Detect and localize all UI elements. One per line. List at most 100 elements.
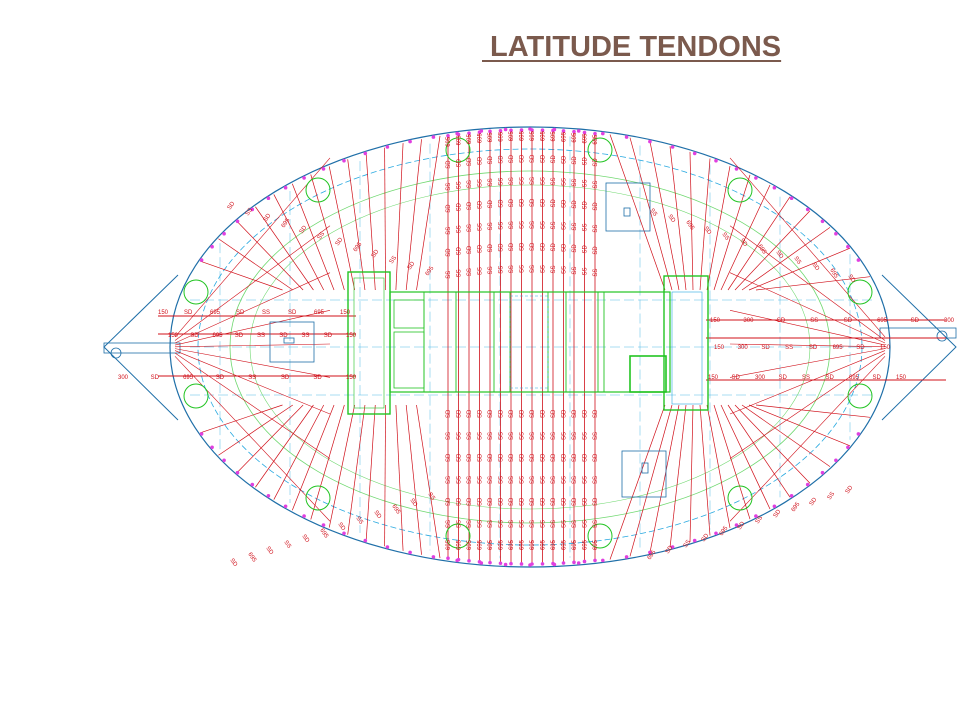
slab-inner-dashed	[197, 148, 863, 546]
west-tip-beam	[103, 342, 181, 354]
opening-north	[605, 182, 651, 232]
band-label: SS	[802, 375, 810, 381]
anchor-dot	[498, 561, 503, 566]
vertical-label: SD	[593, 409, 599, 418]
vertical-label: SS	[457, 181, 463, 189]
fan-label: SS	[245, 207, 255, 217]
fan-label: SD	[810, 262, 820, 273]
vertical-label: SD	[488, 243, 494, 252]
vertical-label: SS	[467, 432, 473, 440]
fan-label: SD	[299, 224, 309, 235]
tendon-fan	[236, 404, 304, 474]
anchor-dot	[582, 130, 587, 135]
anchor-dot	[503, 127, 508, 132]
vertical-label: SD	[541, 242, 547, 251]
band-label: 150	[340, 310, 351, 316]
anchor-dot	[820, 470, 825, 475]
fan-label: SD	[264, 546, 274, 557]
vertical-label: SD	[583, 245, 589, 254]
band-label: 300	[738, 345, 749, 351]
fan-label: 695	[246, 552, 257, 564]
column	[727, 177, 753, 203]
vertical-label: SS	[509, 221, 515, 229]
vertical-label: SS	[446, 183, 452, 191]
anchor-dot	[446, 133, 450, 138]
band-label: SS	[785, 345, 793, 351]
vertical-label: SD	[583, 497, 589, 506]
vertical-label: SD	[551, 497, 557, 506]
fan-label: SD	[407, 260, 417, 271]
anchor-dot	[624, 135, 629, 139]
vertical-label: SS	[457, 476, 463, 484]
vertical-label: SD	[583, 453, 589, 462]
vertical-label: SD	[457, 453, 463, 462]
vertical-label: SS	[509, 476, 515, 484]
tendon-fan	[384, 404, 386, 547]
anchor-dot	[692, 151, 697, 156]
anchor-dot	[302, 514, 306, 518]
core-room-west-a	[393, 299, 425, 329]
fan-label: 695	[318, 528, 329, 540]
vertical-label: SD	[457, 246, 463, 255]
vertical-label: SS	[562, 178, 568, 186]
vertical-label: 695	[551, 131, 557, 142]
band-label: SD	[826, 375, 835, 381]
vertical-label: SD	[551, 154, 557, 163]
anchor-dot	[283, 504, 288, 509]
vertical-label: SD	[551, 242, 557, 251]
vertical-label: SS	[551, 520, 557, 528]
vertical-label: SS	[499, 178, 505, 186]
tendon-tip-west	[174, 272, 331, 344]
vertical-label: SD	[520, 242, 526, 251]
tendon-tip-east	[729, 225, 886, 341]
vertical-label: SD	[446, 160, 452, 169]
vertical-label: SD	[541, 497, 547, 506]
vertical-label: SS	[467, 476, 473, 484]
anchor-dot	[805, 207, 810, 212]
core-shaft	[629, 355, 667, 393]
column	[587, 523, 613, 549]
band-label: 300	[944, 318, 955, 324]
vertical-label: 695	[446, 539, 452, 550]
vertical-label: SS	[520, 177, 526, 185]
vertical-label: SS	[499, 476, 505, 484]
vertical-label: SS	[562, 432, 568, 440]
vertical-label: SS	[572, 223, 578, 231]
fan-label: SD	[371, 248, 381, 259]
vertical-label: SS	[593, 225, 599, 233]
tendon-fan	[273, 404, 325, 500]
anchor-dot	[503, 562, 508, 567]
anchor-dot	[431, 135, 436, 139]
band-label: 150	[708, 375, 719, 381]
band-label: SD	[844, 318, 853, 324]
vertical-label: SS	[530, 177, 536, 185]
vertical-label: SS	[541, 177, 547, 185]
tendon-fan	[689, 151, 694, 291]
anchor-dot	[488, 560, 492, 565]
fan-label: 695	[756, 244, 767, 256]
vertical-label: SD	[499, 497, 505, 506]
vertical-label: SS	[488, 178, 494, 186]
vertical-label: SS	[572, 476, 578, 484]
anchor-dot	[408, 139, 412, 144]
band-label: 695	[183, 375, 194, 381]
vertical-label: SD	[551, 453, 557, 462]
band-label: SD	[190, 333, 199, 339]
anchor-dot	[250, 482, 255, 487]
vertical-label: SS	[509, 520, 515, 528]
fan-label: SS	[317, 231, 327, 241]
vertical-label: SD	[593, 158, 599, 167]
fan-label: SD	[665, 544, 675, 555]
anchor-dot	[834, 231, 838, 236]
tendon-fan	[748, 404, 851, 447]
vertical-label: SS	[530, 432, 536, 440]
vertical-label: SD	[499, 243, 505, 252]
fan-label: SS	[648, 208, 658, 218]
vertical-label: SD	[562, 453, 568, 462]
opening-west	[269, 321, 315, 363]
tendon-tip-west	[174, 157, 331, 338]
opening-west-mark	[283, 337, 295, 344]
fan-label: SD	[300, 534, 310, 545]
band-label: SD	[279, 333, 288, 339]
